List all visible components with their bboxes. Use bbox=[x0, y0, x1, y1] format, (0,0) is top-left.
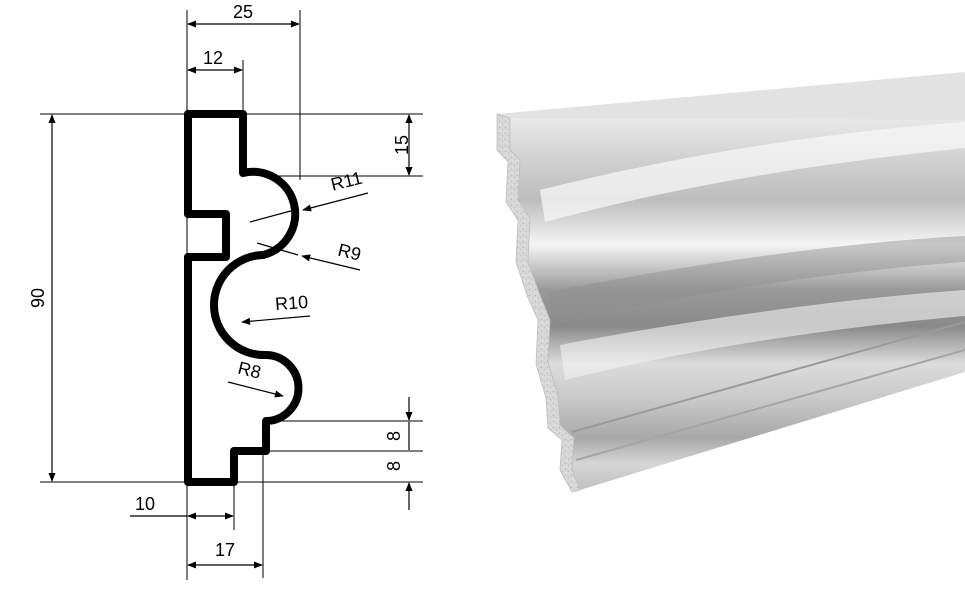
dimension-bottom-width: 17 bbox=[215, 540, 235, 560]
dimension-top-step: 12 bbox=[203, 48, 223, 68]
radius-leader-r11-outer bbox=[302, 192, 369, 212]
dimension-total-height: 90 bbox=[28, 288, 48, 308]
molding-step-line bbox=[575, 349, 965, 461]
molding-lower-highlight bbox=[560, 290, 965, 380]
radius-label-r10: R10 bbox=[274, 292, 308, 314]
profile-drawing: 25 12 15 90 8 8 10 17 R11 R9 R10 bbox=[28, 2, 423, 580]
radius-label-r9: R9 bbox=[336, 240, 363, 265]
radius-leader-r9-outer bbox=[301, 254, 361, 271]
dimension-step-lower: 8 bbox=[384, 461, 404, 471]
radius-leader-r8 bbox=[227, 381, 284, 398]
dimension-top-height: 15 bbox=[392, 135, 412, 155]
molding-front-face bbox=[510, 118, 965, 490]
molding-cut-end bbox=[496, 113, 581, 493]
molding-3d-render bbox=[496, 72, 965, 493]
dimension-top-width: 25 bbox=[233, 2, 253, 22]
molding-top-face bbox=[497, 72, 965, 120]
molding-shadow-band bbox=[548, 236, 965, 325]
molding-highlight bbox=[540, 122, 965, 222]
radius-leader-r11 bbox=[249, 208, 299, 223]
molding-step-line bbox=[571, 321, 965, 433]
radius-leader-r9 bbox=[256, 242, 299, 256]
dimension-step-upper: 8 bbox=[384, 431, 404, 441]
molding-profile-outline bbox=[184, 110, 303, 486]
radius-leader-r10 bbox=[241, 315, 311, 325]
radius-label-r11: R11 bbox=[329, 168, 365, 195]
radius-label-r8: R8 bbox=[236, 358, 263, 383]
dimension-bottom-offset: 10 bbox=[135, 494, 155, 514]
